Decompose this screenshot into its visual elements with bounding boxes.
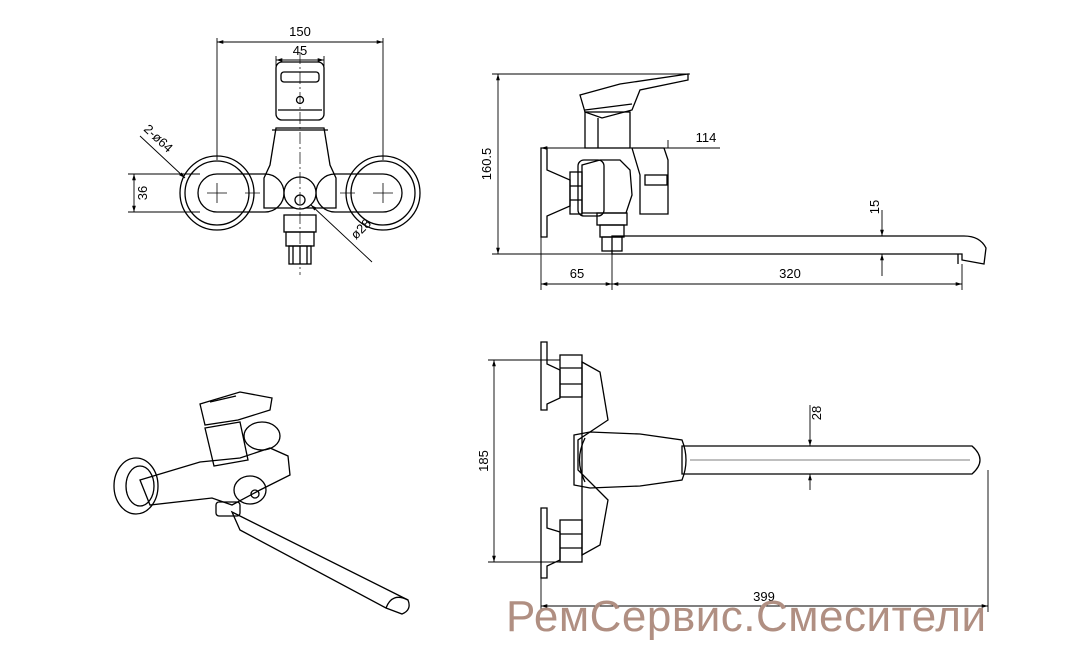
wall-flange-side	[540, 147, 583, 238]
dim-36: 36	[135, 186, 150, 200]
perspective-view	[113, 391, 410, 615]
perspective-flange-right	[243, 421, 281, 451]
side-view	[540, 73, 987, 265]
dim-185: 185	[476, 450, 491, 472]
dim-65: 65	[570, 266, 584, 281]
dim-399: 399	[753, 589, 775, 604]
dim-28: 28	[809, 406, 824, 420]
top-body	[573, 360, 687, 557]
dim-160-5: 160.5	[479, 148, 494, 181]
side-body	[577, 147, 669, 217]
front-dimensions	[128, 38, 384, 263]
dim-150: 150	[289, 24, 311, 39]
dim-45: 45	[293, 43, 307, 58]
watermark-text: РемСервис.Смесители	[506, 592, 987, 641]
dim-114: 114	[696, 130, 717, 145]
front-dimension-labels: 150 45 36 2-ø64 ø28	[135, 24, 374, 242]
top-flange-upper	[540, 341, 583, 411]
top-dimensions	[488, 359, 989, 612]
side-spout	[611, 235, 987, 265]
side-dimension-labels: 160.5 114 15 65 320	[479, 130, 882, 281]
mixer-body	[263, 109, 337, 209]
lever-handle	[275, 61, 325, 121]
dim-2-d64: 2-ø64	[141, 121, 176, 155]
top-spout	[681, 445, 981, 475]
top-flange-lower	[540, 507, 583, 579]
perspective-spout	[215, 501, 410, 615]
top-view	[540, 341, 981, 579]
dim-d28: ø28	[348, 216, 374, 242]
side-dimensions	[492, 73, 963, 290]
perspective-flange-left	[113, 457, 159, 515]
top-dimension-labels: 185 28 399	[476, 406, 824, 604]
perspective-body	[139, 391, 291, 506]
dim-320: 320	[779, 266, 801, 281]
dim-15: 15	[867, 200, 882, 214]
front-view	[179, 52, 421, 275]
side-lever	[579, 73, 689, 149]
